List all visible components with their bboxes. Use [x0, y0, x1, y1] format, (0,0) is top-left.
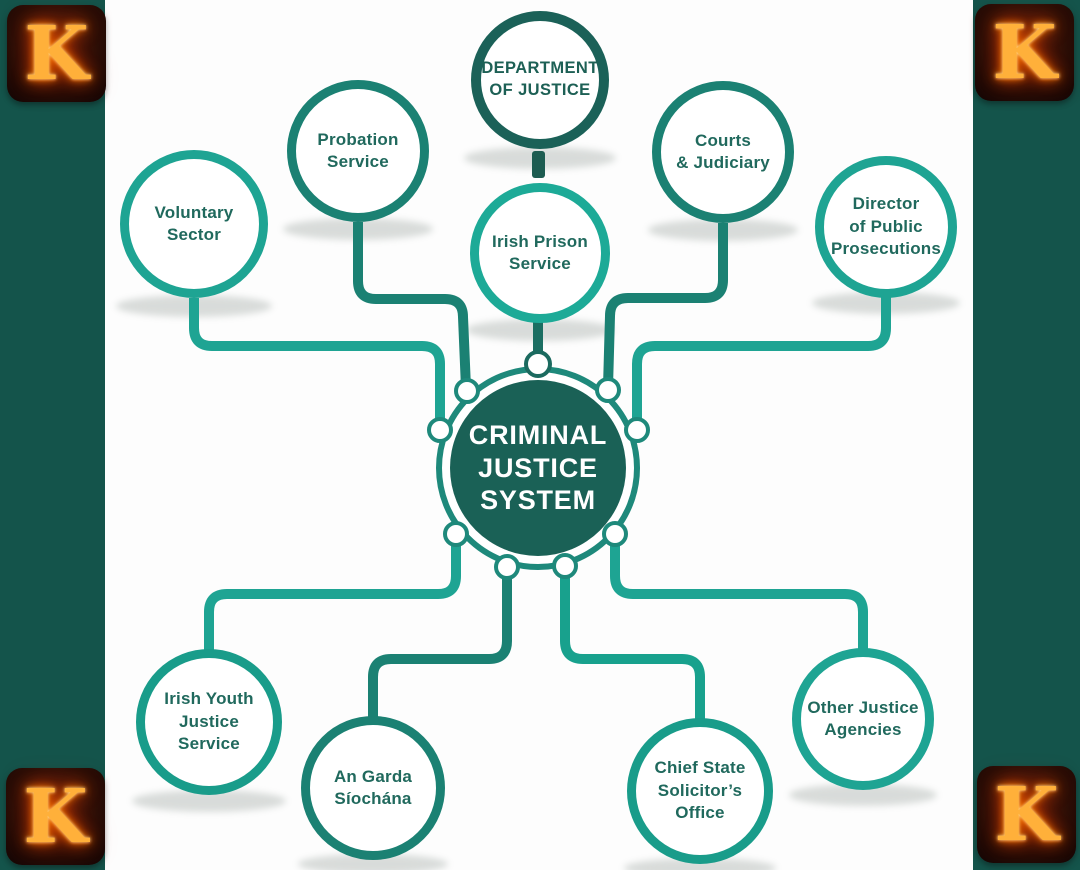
hub-node-upper-right	[595, 377, 621, 403]
connector-probation-service	[353, 222, 471, 389]
node-other-justice-agencies: Other Justice Agencies	[792, 648, 934, 790]
circle-shadows	[116, 147, 960, 870]
connector-courts-judiciary	[603, 223, 728, 388]
node-courts-judiciary: Courts & Judiciary	[652, 81, 794, 223]
hub-node-lower-right-inner	[552, 553, 578, 579]
node-label: Irish Youth Justice Service	[164, 689, 254, 754]
node-director-of-public-prosecutions: Director of Public Prosecutions	[815, 156, 957, 298]
node-department-of-justice: DEPARTMENT OF JUSTICE	[471, 11, 609, 149]
flaming-k-logo-top-right-icon: K	[975, 4, 1074, 101]
connector-an-garda-siochana	[368, 569, 512, 718]
node-label: An Garda Síochána	[333, 766, 413, 808]
node-irish-prison-service: Irish Prison Service	[470, 183, 610, 323]
connector-irish-youth-justice	[204, 536, 461, 652]
node-label: Probation Service	[317, 129, 399, 171]
k-letter: K	[24, 10, 89, 97]
flaming-k-logo-bottom-left-icon: K	[6, 768, 105, 865]
connector-voluntary-sector	[189, 298, 445, 428]
k-letter: K	[992, 9, 1057, 96]
flaming-k-logo-bottom-right-icon: K	[977, 766, 1076, 863]
connector-other-justice-agencies	[610, 536, 868, 650]
node-chief-state-solicitors-office: Chief State Solicitor’s Office	[627, 718, 773, 864]
hub-circle	[436, 366, 640, 570]
k-letter: K	[994, 771, 1059, 858]
connector-doj-to-prison	[532, 151, 545, 178]
hub-node-lower-left-outer	[443, 521, 469, 547]
node-label: Director of Public Prosecutions	[830, 194, 942, 259]
hub-node-upper-left	[454, 378, 480, 404]
node-label: Courts & Judiciary	[676, 130, 770, 172]
node-label: Irish Prison Service	[492, 231, 588, 273]
connectors	[189, 151, 891, 720]
node-label: Voluntary Sector	[154, 202, 234, 244]
hub-node-lower-right-outer	[602, 521, 628, 547]
k-letter: K	[23, 773, 88, 860]
node-an-garda-siochana: An Garda Síochána	[301, 716, 445, 860]
connector-director-public-prosecutions	[632, 296, 891, 428]
hub-node-right	[624, 417, 650, 443]
node-label: Chief State Solicitor’s Office	[654, 758, 746, 823]
node-label: DEPARTMENT OF JUSTICE	[481, 59, 599, 99]
connector-chief-state-solicitor	[560, 568, 705, 720]
node-voluntary-sector: Voluntary Sector	[120, 150, 268, 298]
node-irish-youth-justice-service: Irish Youth Justice Service	[136, 649, 282, 795]
hub-label: CRIMINAL JUSTICE SYSTEM	[468, 419, 608, 516]
hub-node-top	[524, 350, 552, 378]
node-probation-service: Probation Service	[287, 80, 429, 222]
node-label: Other Justice Agencies	[807, 697, 919, 739]
hub-node-left	[427, 417, 453, 443]
hub-node-lower-left-inner	[494, 554, 520, 580]
flaming-k-logo-top-left-icon: K	[7, 5, 106, 102]
hub-nodes	[427, 350, 650, 580]
